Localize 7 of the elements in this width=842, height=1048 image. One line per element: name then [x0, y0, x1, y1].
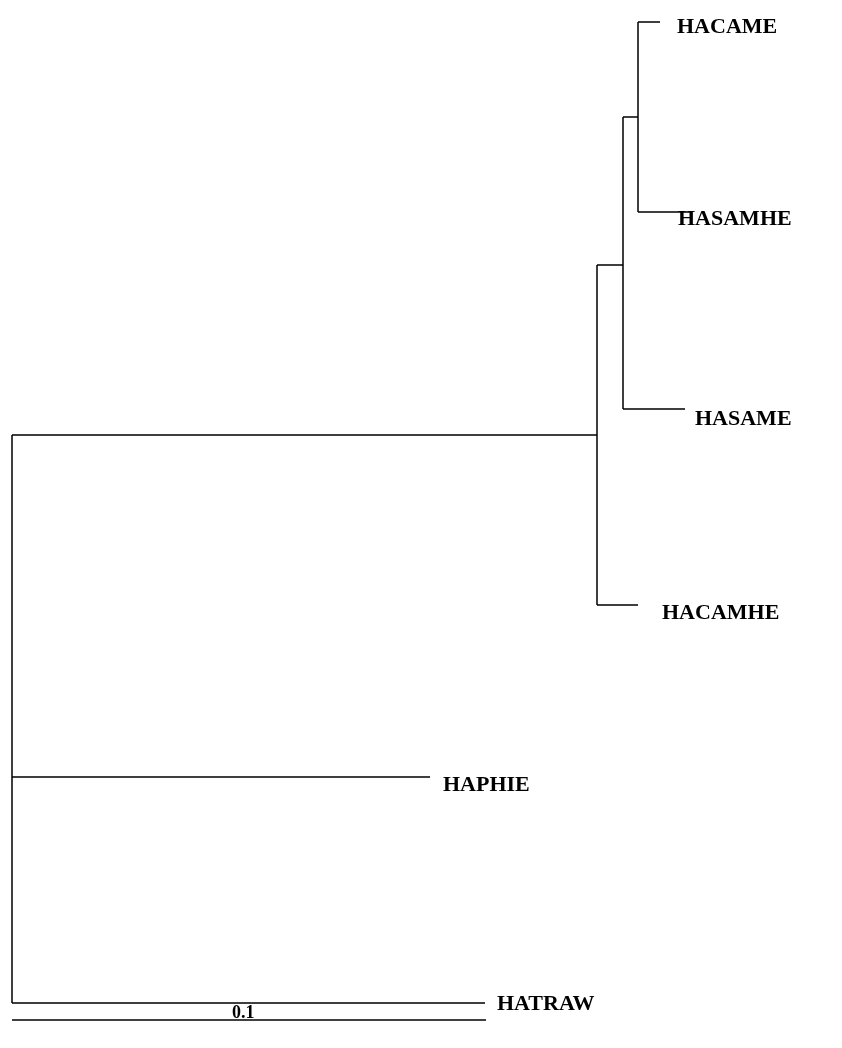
taxon-label: HATRAW [497, 990, 595, 1016]
taxon-label: HACAME [677, 13, 778, 39]
taxon-label: HACAMHE [662, 599, 780, 625]
taxon-label: HASAME [695, 405, 792, 431]
taxon-label: HAPHIE [443, 771, 530, 797]
taxon-label: HASAMHE [678, 205, 792, 231]
scale-value: 0.1 [232, 1004, 255, 1020]
